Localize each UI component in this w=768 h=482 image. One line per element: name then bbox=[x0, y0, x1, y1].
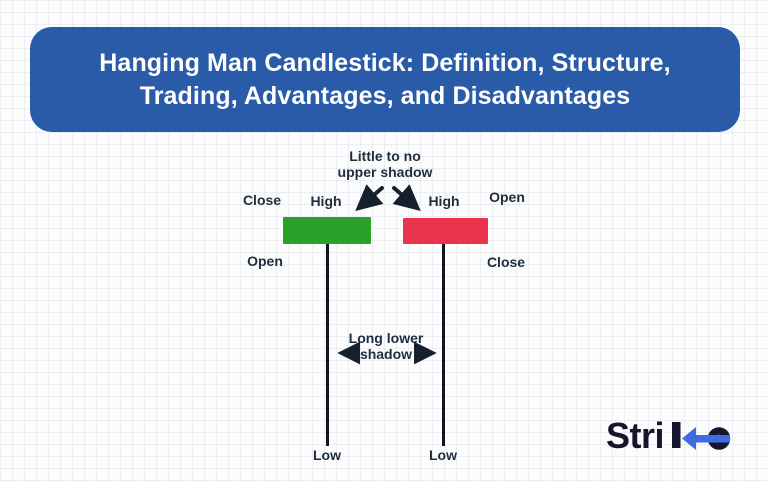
bullish-lower-wick bbox=[326, 244, 329, 446]
lower-shadow-note: Long lower shadow bbox=[330, 330, 442, 362]
bullish-candle-body bbox=[283, 217, 371, 244]
upper-shadow-note: Little to no upper shadow bbox=[315, 148, 455, 180]
lower-shadow-note-line2: shadow bbox=[359, 346, 413, 362]
label-close-upper-left: Close bbox=[242, 192, 282, 208]
lower-shadow-note-line1: Long lower bbox=[348, 330, 424, 346]
page-title: Hanging Man Candlestick: Definition, Str… bbox=[99, 48, 671, 110]
bearish-candle-body bbox=[403, 218, 488, 244]
logo-arrow-left-icon bbox=[682, 427, 696, 450]
header-banner: Hanging Man Candlestick: Definition, Str… bbox=[30, 27, 740, 132]
label-close-lower-right: Close bbox=[486, 254, 526, 270]
label-low-bullish: Low bbox=[313, 447, 341, 463]
strike-logo: Stri bbox=[606, 415, 731, 456]
upper-shadow-note-line2: upper shadow bbox=[337, 164, 433, 180]
label-low-bearish: Low bbox=[429, 447, 457, 463]
label-open-upper-right: Open bbox=[489, 189, 525, 205]
upper-shadow-note-line1: Little to no bbox=[349, 148, 421, 164]
logo-text-prefix: Stri bbox=[606, 415, 664, 456]
label-high-bullish: High bbox=[310, 193, 342, 209]
label-high-bearish: High bbox=[428, 193, 460, 209]
upper-shadow-arrow-left-icon bbox=[355, 184, 384, 211]
upper-shadow-arrow-right-icon bbox=[392, 184, 421, 211]
bearish-lower-wick bbox=[442, 244, 445, 446]
label-open-lower-left: Open bbox=[247, 253, 283, 269]
logo-k-stem bbox=[672, 422, 681, 448]
logo-arrow-bar bbox=[693, 435, 730, 443]
